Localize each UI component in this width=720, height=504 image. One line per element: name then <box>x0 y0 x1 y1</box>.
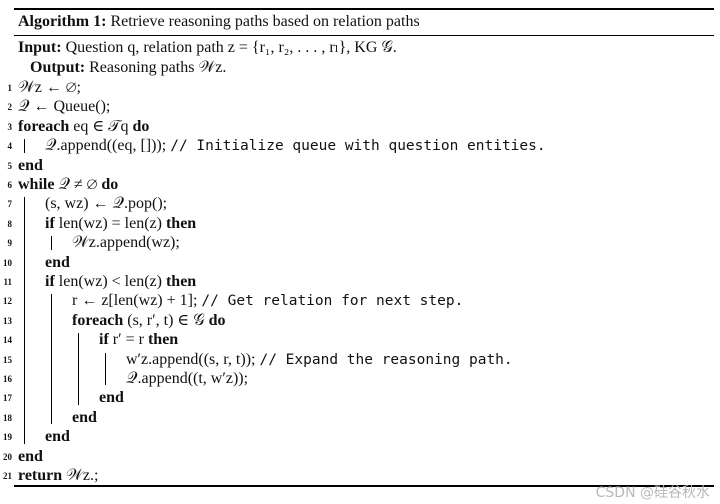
algorithm-title: Retrieve reasoning paths based on relati… <box>110 13 420 30</box>
line-code: 𝒲z.append(wz); <box>72 233 180 253</box>
line-code: 𝒲z ← ∅; <box>18 78 81 98</box>
line-code: end <box>45 253 70 273</box>
keyword: then <box>147 331 179 349</box>
line-code: return 𝒲z.; <box>18 466 98 486</box>
line-number: 6 <box>7 180 13 190</box>
line-number: 16 <box>3 374 12 384</box>
line-number: 20 <box>3 451 12 462</box>
line-code: if len(wz) = len(z) then <box>45 214 196 234</box>
line-code: end <box>18 447 43 467</box>
top-rule <box>14 8 714 10</box>
keyword: if <box>45 273 55 290</box>
line-code: end <box>99 388 124 408</box>
input-line: Input: Question q, relation path z = {r₁… <box>18 38 397 58</box>
line-number: 19 <box>3 432 12 443</box>
line-number: 14 <box>3 335 12 346</box>
line-code: foreach (s, r′, t) ∈ 𝒢 do <box>72 311 226 331</box>
keyword: end <box>99 389 124 407</box>
line-code: 𝒬 ← Queue(); <box>18 97 110 117</box>
line-code: w′z.append((s, r, t)); // Expand the rea… <box>126 350 513 370</box>
line-number: 17 <box>3 393 12 404</box>
algorithm-caption: Algorithm 1: Retrieve reasoning paths ba… <box>18 12 420 32</box>
statement-text: len(wz) < len(z) <box>54 273 166 290</box>
statement-text: 𝒬.append((eq, [])); <box>45 137 171 155</box>
line-code: end <box>45 427 70 447</box>
keyword: if <box>45 214 55 232</box>
line-code: end <box>18 156 43 176</box>
keyword: foreach <box>72 311 124 329</box>
line-number: 8 <box>7 218 13 229</box>
keyword: do <box>132 117 150 135</box>
output-label: Output: <box>30 59 86 76</box>
line-code: 𝒬.append((eq, [])); // Initialize queue … <box>45 136 546 156</box>
line-code: if r′ = r then <box>99 330 178 350</box>
line-number: 7 <box>7 199 13 210</box>
line-code: r ← z[len(wz) + 1]; // Get relation for … <box>72 291 463 311</box>
bottom-rule <box>14 485 714 487</box>
line-code: end <box>72 408 97 428</box>
statement-text: r′ = r <box>108 331 148 349</box>
line-number: 21 <box>3 471 12 481</box>
line-code: if len(wz) < len(z) then <box>45 272 196 292</box>
input-text: Question q, relation path z = {r₁, r₂, .… <box>65 39 397 56</box>
line-code: foreach eq ∈ 𝒯q do <box>18 117 149 137</box>
statement-text: 𝒬 ← Queue(); <box>18 98 111 116</box>
block-guide-line <box>24 197 25 444</box>
line-number: 1 <box>7 83 13 93</box>
keyword: do <box>101 176 119 193</box>
keyword: return <box>18 467 63 484</box>
keyword: end <box>18 156 43 174</box>
line-number: 12 <box>3 296 12 307</box>
statement-text: w′z.append((s, r, t)); <box>126 350 260 368</box>
statement-text: (s, wz) ← 𝒬.pop(); <box>45 195 168 213</box>
code-comment: // Initialize queue with question entiti… <box>170 138 546 155</box>
block-guide-line <box>51 294 52 425</box>
line-code: (s, wz) ← 𝒬.pop(); <box>45 194 167 214</box>
line-number: 11 <box>3 277 12 287</box>
line-number: 2 <box>7 102 13 113</box>
keyword: end <box>45 428 70 446</box>
statement-text: 𝒬.append((t, w′z)); <box>126 370 249 387</box>
statement-text: r ← z[len(wz) + 1]; <box>72 292 202 310</box>
code-comment: // Expand the reasoning path. <box>259 351 513 368</box>
block-guide-line <box>78 333 79 405</box>
line-number: 15 <box>3 354 12 365</box>
line-code: 𝒬.append((t, w′z)); <box>126 369 248 389</box>
block-guide-line <box>105 352 106 386</box>
caption-rule <box>14 35 714 36</box>
algorithm-label: Algorithm 1: <box>18 13 107 30</box>
line-number: 10 <box>3 257 12 268</box>
statement-text: 𝒲z.append(wz); <box>72 234 180 252</box>
watermark: CSDN @硅谷秋水 <box>595 485 710 501</box>
line-number: 3 <box>7 121 13 132</box>
statement-text: (s, r′, t) ∈ 𝒢 <box>123 311 209 329</box>
keyword: foreach <box>18 117 70 135</box>
line-number: 4 <box>7 141 13 152</box>
statement-text: eq ∈ 𝒯q <box>69 117 133 135</box>
statement-text: 𝒲z.; <box>62 467 99 484</box>
line-code: while 𝒬 ≠ ∅ do <box>18 175 118 195</box>
output-text: Reasoning paths 𝒲z. <box>89 59 227 76</box>
output-line: Output: Reasoning paths 𝒲z. <box>30 58 226 78</box>
statement-text: len(wz) = len(z) <box>54 214 166 232</box>
statement-text: 𝒬 ≠ ∅ <box>54 176 102 193</box>
keyword: end <box>45 253 70 271</box>
keyword: then <box>165 214 197 232</box>
block-guide-line <box>24 139 25 153</box>
keyword: do <box>208 311 226 329</box>
statement-text: 𝒲z ← ∅; <box>18 79 81 96</box>
line-number: 18 <box>3 412 12 423</box>
keyword: then <box>165 273 197 290</box>
keyword: end <box>18 447 43 465</box>
keyword: if <box>99 331 109 349</box>
input-label: Input: <box>18 39 62 56</box>
keyword: end <box>72 408 97 426</box>
line-number: 9 <box>7 238 13 249</box>
block-guide-line <box>51 236 52 250</box>
line-number: 13 <box>3 315 12 326</box>
keyword: while <box>18 176 55 193</box>
code-comment: // Get relation for next step. <box>201 293 464 310</box>
line-number: 5 <box>7 160 13 171</box>
